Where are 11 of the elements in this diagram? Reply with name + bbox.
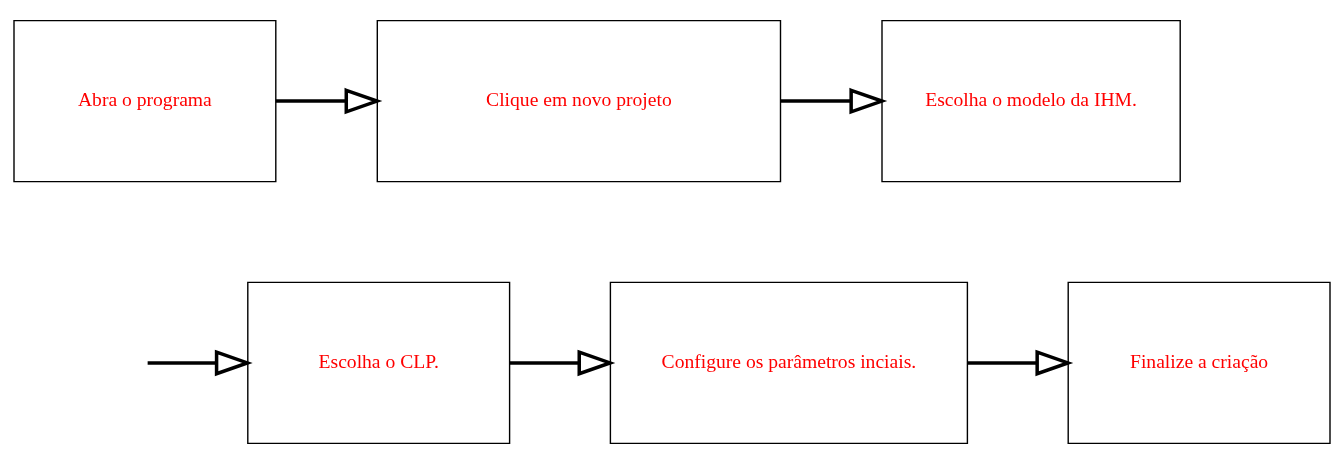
arrow (509, 349, 616, 376)
node-box: Finalize a criação (1067, 281, 1331, 444)
node-box: Escolha o modelo da IHM. (881, 19, 1181, 182)
node-box: Abra o programa (13, 19, 277, 182)
node-box: Escolha o CLP. (247, 281, 511, 444)
arrow (967, 349, 1074, 376)
arrow (780, 87, 888, 114)
node-box: Configure os parâmetros inciais. (609, 281, 969, 444)
arrow (147, 349, 253, 376)
arrow (275, 87, 383, 114)
node-box: Clique em novo projeto (376, 19, 782, 182)
